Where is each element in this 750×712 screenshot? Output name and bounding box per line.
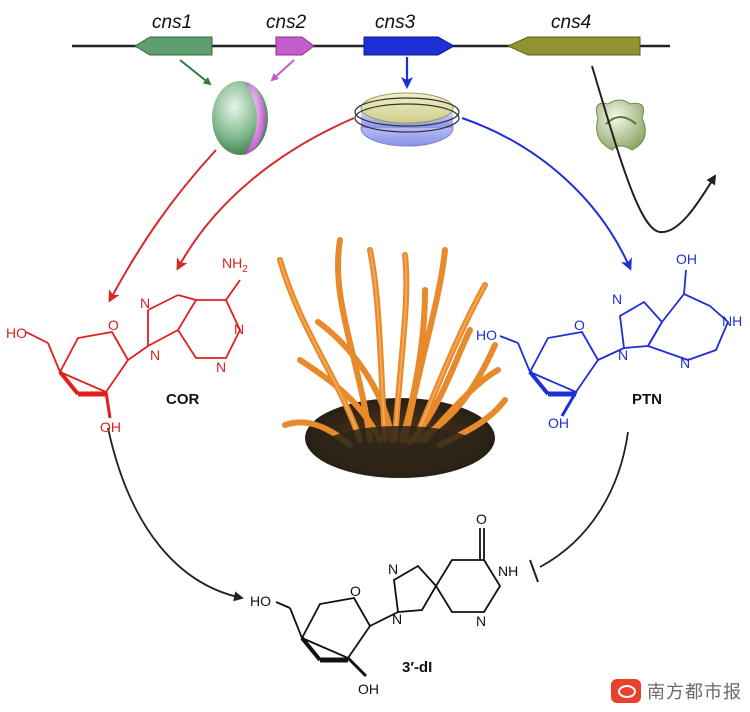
cns3-label: cns3 bbox=[375, 12, 416, 33]
watermark: 南方都市报 bbox=[611, 678, 742, 704]
dl-name: 3′-dI bbox=[402, 659, 432, 676]
watermark-text: 南方都市报 bbox=[647, 682, 742, 703]
cor-structure bbox=[25, 279, 241, 419]
cns2-to-enzyme-arrow bbox=[270, 59, 295, 82]
dl-nh-label: NH bbox=[498, 563, 518, 579]
dl-n9-label: N bbox=[392, 611, 402, 627]
ptn-oh-top-label: OH bbox=[676, 251, 697, 267]
cns4-gene bbox=[506, 36, 641, 56]
newspaper-logo-icon bbox=[611, 679, 641, 703]
ptn-nh-label: NH bbox=[722, 313, 742, 329]
cns3-enzyme-icon bbox=[354, 92, 460, 147]
cor-ho-label: HO bbox=[6, 325, 27, 341]
inhibition-bar bbox=[529, 559, 539, 583]
dl-ho-label: HO bbox=[250, 593, 271, 609]
cor-ring-o-label: O bbox=[108, 317, 119, 333]
cor-n9-label: N bbox=[150, 347, 160, 363]
cordyceps-fungus-image bbox=[277, 237, 508, 478]
cns2-label: cns2 bbox=[266, 12, 307, 33]
cor-nh2-label: NH2 bbox=[222, 255, 248, 275]
cns3-to-ptn-arrow bbox=[461, 117, 632, 271]
ptn-n3-label: N bbox=[680, 355, 690, 371]
cor-name: COR bbox=[166, 391, 200, 408]
cor-oh-label: OH bbox=[100, 419, 121, 435]
gene-cluster: cns1 cns2 cns3 cns4 bbox=[72, 12, 670, 56]
cor-to-dl-arrow bbox=[107, 427, 244, 602]
ptn-n1-label: N bbox=[612, 291, 622, 307]
cor-n3-label: N bbox=[216, 359, 226, 375]
ptn-ho-label: HO bbox=[476, 327, 497, 343]
dl-n7-label: N bbox=[388, 561, 398, 577]
cns3-gene bbox=[363, 36, 456, 56]
cns3-to-cor-arrow bbox=[176, 117, 355, 271]
ptn-to-dl-inhibition bbox=[539, 431, 629, 568]
cns1-to-enzyme-arrow bbox=[179, 59, 212, 86]
dl-structure bbox=[275, 528, 502, 678]
ptn-n2-label: N bbox=[618, 347, 628, 363]
ptn-ring-o-label: O bbox=[574, 317, 585, 333]
export-curve-arrow bbox=[591, 65, 717, 234]
dl-oh-label: OH bbox=[358, 681, 379, 697]
dl-ring-o-label: O bbox=[350, 583, 361, 599]
ptn-structure bbox=[499, 269, 730, 417]
cor-n1-label: N bbox=[234, 321, 244, 337]
cns4-label: cns4 bbox=[551, 12, 591, 33]
cns1-label: cns1 bbox=[152, 12, 192, 33]
enzyme-to-cor-arrow bbox=[108, 149, 217, 303]
cns1-cns2-enzyme-icon bbox=[212, 81, 268, 155]
dl-n3-label: N bbox=[476, 613, 486, 629]
cns1-gene bbox=[134, 36, 213, 56]
cor-n7-label: N bbox=[140, 295, 150, 311]
ptn-oh-label: OH bbox=[548, 415, 569, 431]
ptn-name: PTN bbox=[632, 391, 662, 408]
cns2-gene bbox=[275, 36, 315, 56]
dl-o-top-label: O bbox=[476, 511, 487, 527]
